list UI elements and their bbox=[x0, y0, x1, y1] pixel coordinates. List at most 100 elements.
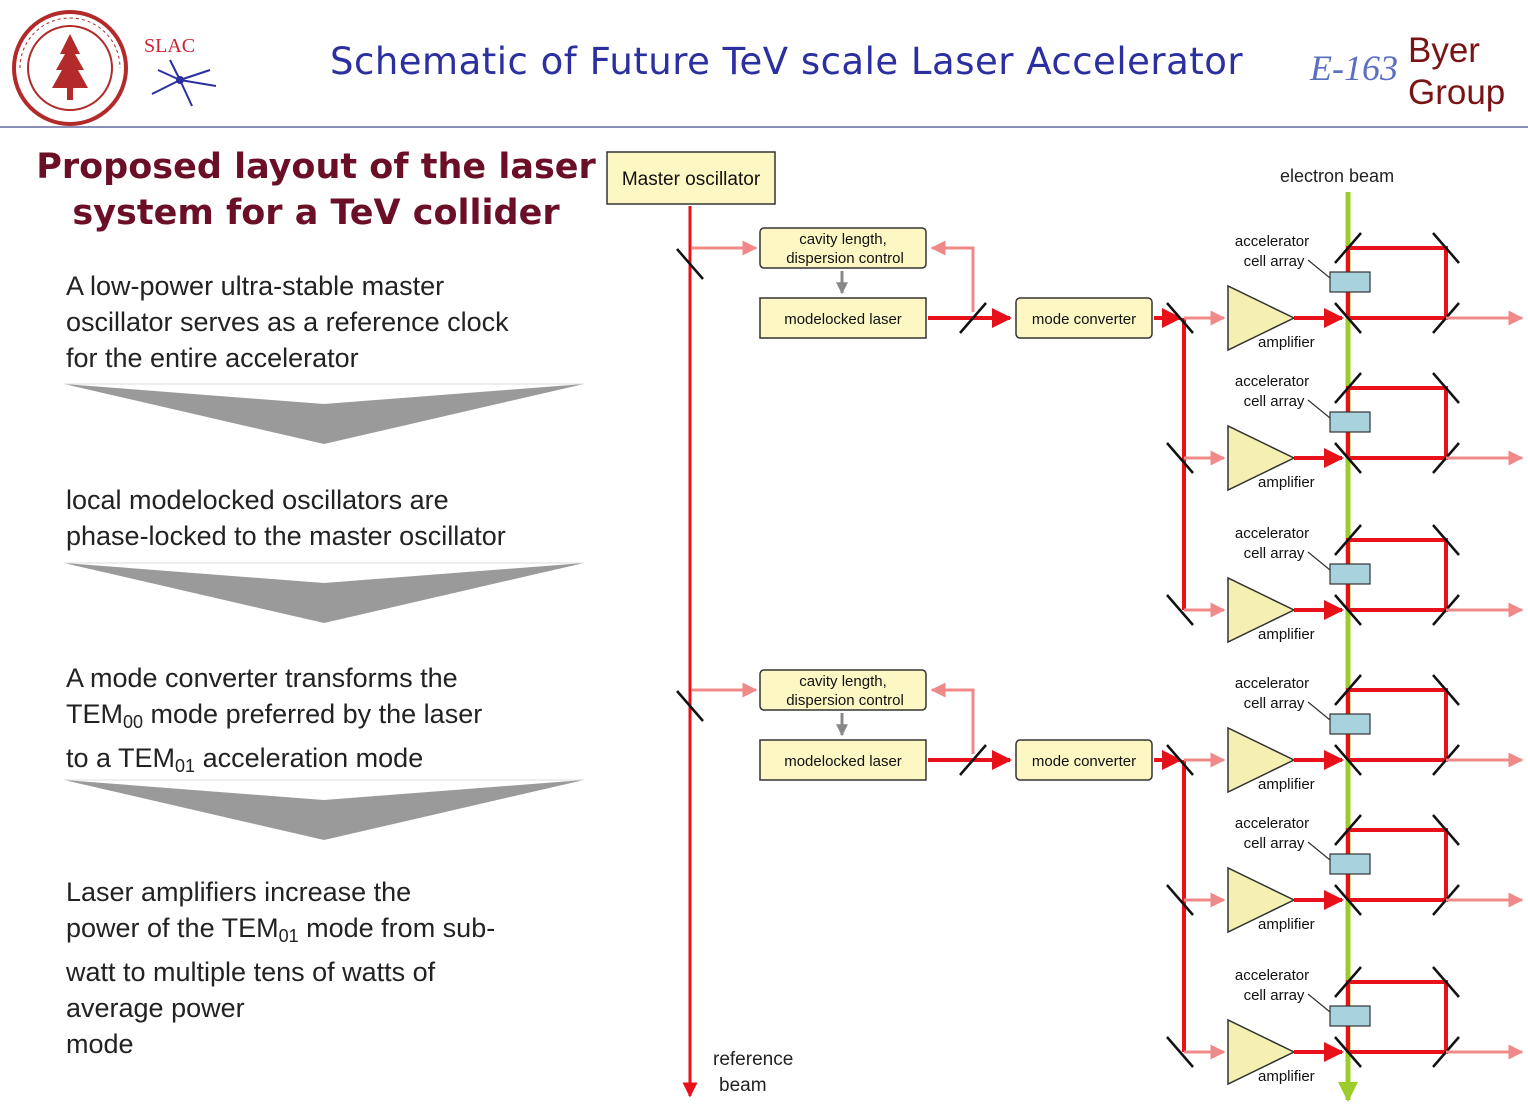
slide-header: SLAC Schematic of Future TeV scale Laser… bbox=[0, 0, 1528, 126]
laser-subsystem: cavity length, dispersion control modelock… bbox=[676, 227, 1524, 644]
cavity-control-label: dispersion control bbox=[786, 692, 904, 709]
mirror bbox=[1166, 744, 1194, 776]
modelocked-laser-label: modelocked laser bbox=[784, 753, 902, 770]
svg-text:SLAC: SLAC bbox=[144, 35, 195, 57]
text-line: TEM00 mode preferred by the laser bbox=[66, 696, 586, 740]
text-fragment: mode from sub- bbox=[298, 913, 496, 943]
mirror bbox=[1334, 814, 1362, 846]
section-title-line-1: Proposed layout of the laser bbox=[36, 147, 596, 187]
mode-converter-label: mode converter bbox=[1032, 311, 1136, 328]
amplifier-triangle bbox=[1227, 866, 1296, 934]
mirror bbox=[959, 302, 987, 334]
slide-title: Schematic of Future TeV scale Laser Acce… bbox=[330, 40, 1244, 83]
accelerator-label: cell array bbox=[1244, 987, 1305, 1004]
text-fragment: mode preferred by the laser bbox=[143, 699, 483, 729]
accelerator-label: cell array bbox=[1244, 393, 1305, 410]
mirror bbox=[1334, 884, 1362, 916]
text-line: local modelocked oscillators are bbox=[66, 485, 449, 515]
header-divider bbox=[0, 126, 1528, 128]
leader-line bbox=[1307, 701, 1331, 721]
amplifier-row: amplifier accelerator cell array bbox=[1166, 524, 1524, 644]
reference-beam-label: beam bbox=[719, 1075, 767, 1096]
feedback-arrow bbox=[930, 240, 975, 312]
amplifier-row: amplifier accelerator cell array bbox=[1166, 674, 1524, 794]
accelerator-cell bbox=[1329, 563, 1371, 585]
stanford-seal-logo bbox=[12, 10, 128, 126]
accelerator-label: accelerator bbox=[1235, 815, 1309, 832]
mirror bbox=[1432, 674, 1460, 706]
cavity-control-label: cavity length, bbox=[799, 231, 887, 248]
leader-line bbox=[1307, 551, 1331, 571]
mode-converter-label: mode converter bbox=[1032, 753, 1136, 770]
accelerator-cell bbox=[1329, 411, 1371, 433]
accelerator-cell bbox=[1329, 271, 1371, 293]
leader-line bbox=[1307, 259, 1331, 279]
accelerator-label: cell array bbox=[1244, 695, 1305, 712]
text-line: to a TEM01 acceleration mode bbox=[66, 740, 586, 784]
mirror bbox=[1334, 442, 1362, 474]
amplifier-triangle bbox=[1227, 1018, 1296, 1086]
mirror bbox=[1432, 524, 1460, 556]
mirror bbox=[1166, 594, 1194, 626]
accelerator-label: cell array bbox=[1244, 545, 1305, 562]
mirror bbox=[1334, 966, 1362, 998]
amplifier-triangle bbox=[1227, 726, 1296, 794]
accelerator-label: cell array bbox=[1244, 253, 1305, 270]
e163-logo: E-163 bbox=[1298, 46, 1402, 88]
svg-text:Master oscillator: Master oscillator bbox=[622, 169, 761, 190]
tem-subscript: 01 bbox=[175, 756, 196, 776]
text-line: oscillator serves as a reference clock bbox=[66, 307, 509, 337]
mirror bbox=[1334, 744, 1362, 776]
text-line: phase-locked to the master oscillator bbox=[66, 521, 506, 551]
leader-line bbox=[1307, 841, 1331, 861]
text-line: power of the TEM01 mode from sub- bbox=[66, 910, 572, 954]
mirror bbox=[1432, 232, 1460, 264]
amplifier-label: amplifier bbox=[1258, 626, 1315, 643]
mirror bbox=[959, 744, 987, 776]
accelerator-label: accelerator bbox=[1235, 525, 1309, 542]
mirror bbox=[1334, 674, 1362, 706]
modelocked-laser-box bbox=[759, 739, 927, 781]
laser-system-schematic: electron beam reference beam Master osci… bbox=[606, 151, 1524, 1102]
text-line: for the entire accelerator bbox=[66, 343, 359, 373]
paragraph-master-oscillator: A low-power ultra-stable master oscillat… bbox=[66, 268, 586, 376]
master-oscillator-box: Master oscillator bbox=[606, 151, 776, 205]
mirror bbox=[1334, 302, 1362, 334]
cavity-control-label: dispersion control bbox=[786, 250, 904, 267]
mirror bbox=[1166, 302, 1194, 334]
mirror bbox=[1334, 594, 1362, 626]
electron-beam-label: electron beam bbox=[1280, 166, 1394, 186]
modelocked-laser-box bbox=[759, 297, 927, 339]
text-fragment: to a TEM bbox=[66, 743, 176, 773]
mirror bbox=[1432, 966, 1460, 998]
amplifier-triangle bbox=[1227, 576, 1296, 644]
accelerator-cell bbox=[1329, 713, 1371, 735]
down-chevron-arrow bbox=[64, 562, 584, 623]
byer-text: Byer bbox=[1408, 31, 1480, 70]
mode-converter-box bbox=[1015, 297, 1153, 339]
amplifier-triangle bbox=[1227, 284, 1296, 352]
cavity-control-box bbox=[759, 669, 927, 711]
reference-beam-label: reference bbox=[713, 1049, 793, 1070]
paragraph-mode-converter: A mode converter transforms the TEM00 mo… bbox=[66, 660, 586, 784]
accelerator-cell bbox=[1329, 1005, 1371, 1027]
modelocked-laser-label: modelocked laser bbox=[784, 311, 902, 328]
laser-subsystem: cavity length,dispersion controlmodelock… bbox=[676, 669, 1524, 1086]
section-title-line-2: system for a TeV collider bbox=[72, 193, 560, 233]
mirror bbox=[1334, 232, 1362, 264]
mirror bbox=[1432, 372, 1460, 404]
accelerator-label: accelerator bbox=[1235, 675, 1309, 692]
group-text: Group bbox=[1408, 73, 1506, 112]
accelerator-label: cell array bbox=[1244, 835, 1305, 852]
text-line: average power bbox=[66, 993, 245, 1023]
mode-converter-box bbox=[1015, 739, 1153, 781]
mirror bbox=[676, 690, 704, 722]
text-line: Laser amplifiers increase the bbox=[66, 877, 412, 907]
cavity-control-box bbox=[759, 227, 927, 269]
amplifier-triangle bbox=[1227, 424, 1296, 492]
amplifier-label: amplifier bbox=[1258, 776, 1315, 793]
